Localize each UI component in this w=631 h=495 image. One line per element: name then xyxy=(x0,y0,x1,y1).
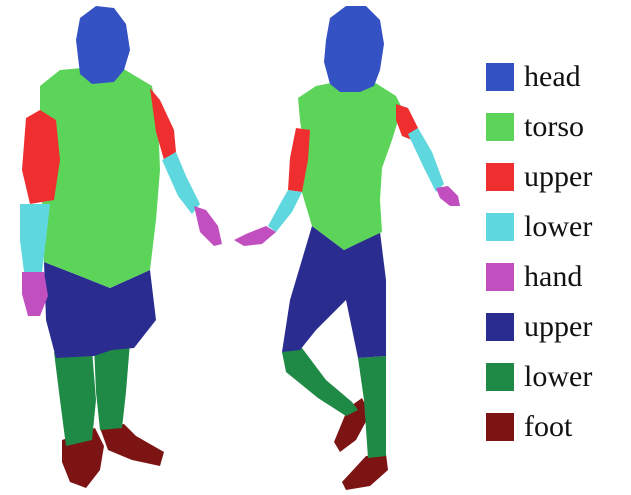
legend-label-hand: hand xyxy=(524,262,582,292)
legend-label-lower-leg: lower xyxy=(524,362,592,392)
legend: head torso upper lower hand upper lower … xyxy=(486,52,626,452)
legend-swatch-lower-arm xyxy=(486,213,514,241)
legend-swatch-upper-leg xyxy=(486,313,514,341)
legend-swatch-torso xyxy=(486,113,514,141)
legend-swatch-hand xyxy=(486,263,514,291)
left-figure-head xyxy=(76,6,130,84)
legend-item-upper-leg: upper xyxy=(486,302,626,352)
left-figure-left-upper-arm xyxy=(22,110,60,204)
legend-label-torso: torso xyxy=(524,112,584,142)
figure-left xyxy=(20,6,222,488)
right-figure-head xyxy=(324,6,384,92)
legend-swatch-head xyxy=(486,63,514,91)
legend-item-lower-leg: lower xyxy=(486,352,626,402)
right-figure-left-shin xyxy=(282,348,358,416)
legend-swatch-foot xyxy=(486,413,514,441)
legend-item-torso: torso xyxy=(486,102,626,152)
left-figure-right-shin xyxy=(94,342,130,430)
right-figure-thighs xyxy=(282,226,386,358)
legend-item-lower-arm: lower xyxy=(486,202,626,252)
legend-label-upper-leg: upper xyxy=(524,312,592,342)
left-figure-left-shin xyxy=(54,350,96,446)
legend-label-lower-arm: lower xyxy=(524,212,592,242)
legend-swatch-lower-leg xyxy=(486,363,514,391)
right-figure-left-hand xyxy=(234,226,276,246)
right-figure-right-forearm xyxy=(408,128,444,192)
right-figure-right-foot xyxy=(342,454,388,490)
right-figure-torso xyxy=(298,82,402,250)
legend-label-foot: foot xyxy=(524,412,572,442)
left-figure-right-hand xyxy=(194,206,222,246)
right-figure-right-hand xyxy=(436,186,460,206)
legend-item-foot: foot xyxy=(486,402,626,452)
figure-right xyxy=(234,6,460,490)
legend-label-upper-arm: upper xyxy=(524,162,592,192)
legend-item-hand: hand xyxy=(486,252,626,302)
legend-item-head: head xyxy=(486,52,626,102)
left-figure-left-hand xyxy=(22,272,48,316)
left-figure-right-foot xyxy=(100,424,164,466)
legend-item-upper-arm: upper xyxy=(486,152,626,202)
left-figure-right-forearm xyxy=(162,152,200,214)
right-figure-left-forearm xyxy=(268,190,302,232)
left-figure-torso xyxy=(40,68,160,288)
legend-label-head: head xyxy=(524,62,581,92)
legend-swatch-upper-arm xyxy=(486,163,514,191)
